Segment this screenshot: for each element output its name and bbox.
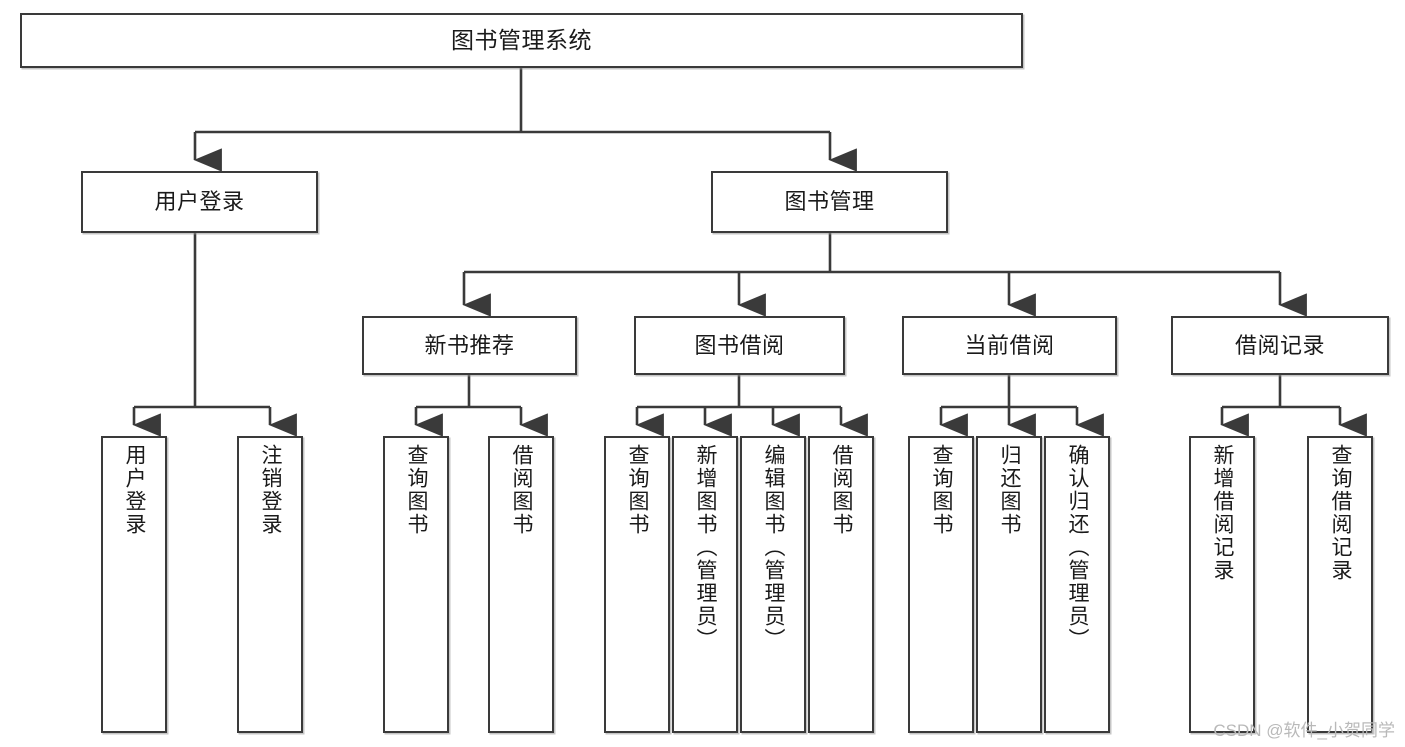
node-label: 图书管理系统 bbox=[451, 27, 592, 54]
node-borrow-record[interactable]: 借阅记录 bbox=[1171, 316, 1389, 375]
watermark-text: CSDN @软件_小贺同学 bbox=[1213, 721, 1395, 740]
leaf-query-book-borrow[interactable]: 查询图书 bbox=[604, 436, 670, 733]
node-book-management[interactable]: 图书管理 bbox=[711, 171, 948, 233]
node-label: 查询图书 bbox=[930, 444, 954, 536]
node-label: 归还图书 bbox=[998, 444, 1022, 536]
node-label: 用户登录 bbox=[123, 444, 147, 536]
node-label: 新增借阅记录 bbox=[1211, 444, 1235, 582]
node-book-borrow[interactable]: 图书借阅 bbox=[634, 316, 845, 375]
node-label: 图书借阅 bbox=[694, 332, 785, 358]
node-new-book-recommend[interactable]: 新书推荐 bbox=[362, 316, 577, 375]
node-label: 新增图书（管理员） bbox=[694, 444, 718, 651]
leaf-edit-book-admin[interactable]: 编辑图书（管理员） bbox=[740, 436, 806, 733]
leaf-query-book-recommend[interactable]: 查询图书 bbox=[383, 436, 449, 733]
node-root-system[interactable]: 图书管理系统 bbox=[20, 13, 1023, 68]
node-label: 注销登录 bbox=[259, 444, 283, 536]
leaf-confirm-return-admin[interactable]: 确认归还（管理员） bbox=[1044, 436, 1110, 733]
node-label: 新书推荐 bbox=[424, 332, 515, 358]
node-current-borrow[interactable]: 当前借阅 bbox=[902, 316, 1117, 375]
node-label: 图书管理 bbox=[784, 189, 875, 215]
leaf-query-book-current[interactable]: 查询图书 bbox=[908, 436, 974, 733]
node-label: 查询借阅记录 bbox=[1329, 444, 1353, 582]
leaf-logout[interactable]: 注销登录 bbox=[237, 436, 303, 733]
node-label: 查询图书 bbox=[626, 444, 650, 536]
leaf-add-book-admin[interactable]: 新增图书（管理员） bbox=[672, 436, 738, 733]
leaf-query-borrow-record[interactable]: 查询借阅记录 bbox=[1307, 436, 1373, 733]
leaf-return-book[interactable]: 归还图书 bbox=[976, 436, 1042, 733]
node-label: 用户登录 bbox=[154, 189, 245, 215]
leaf-add-borrow-record[interactable]: 新增借阅记录 bbox=[1189, 436, 1255, 733]
node-label: 借阅记录 bbox=[1234, 332, 1325, 358]
leaf-borrow-book[interactable]: 借阅图书 bbox=[808, 436, 874, 733]
node-label: 借阅图书 bbox=[510, 444, 534, 536]
node-user-login[interactable]: 用户登录 bbox=[81, 171, 318, 233]
leaf-borrow-book-recommend[interactable]: 借阅图书 bbox=[488, 436, 554, 733]
node-label: 借阅图书 bbox=[830, 444, 854, 536]
node-label: 当前借阅 bbox=[964, 332, 1055, 358]
node-label: 查询图书 bbox=[405, 444, 429, 536]
node-label: 编辑图书（管理员） bbox=[762, 444, 786, 651]
leaf-user-login[interactable]: 用户登录 bbox=[101, 436, 167, 733]
node-label: 确认归还（管理员） bbox=[1066, 444, 1090, 651]
